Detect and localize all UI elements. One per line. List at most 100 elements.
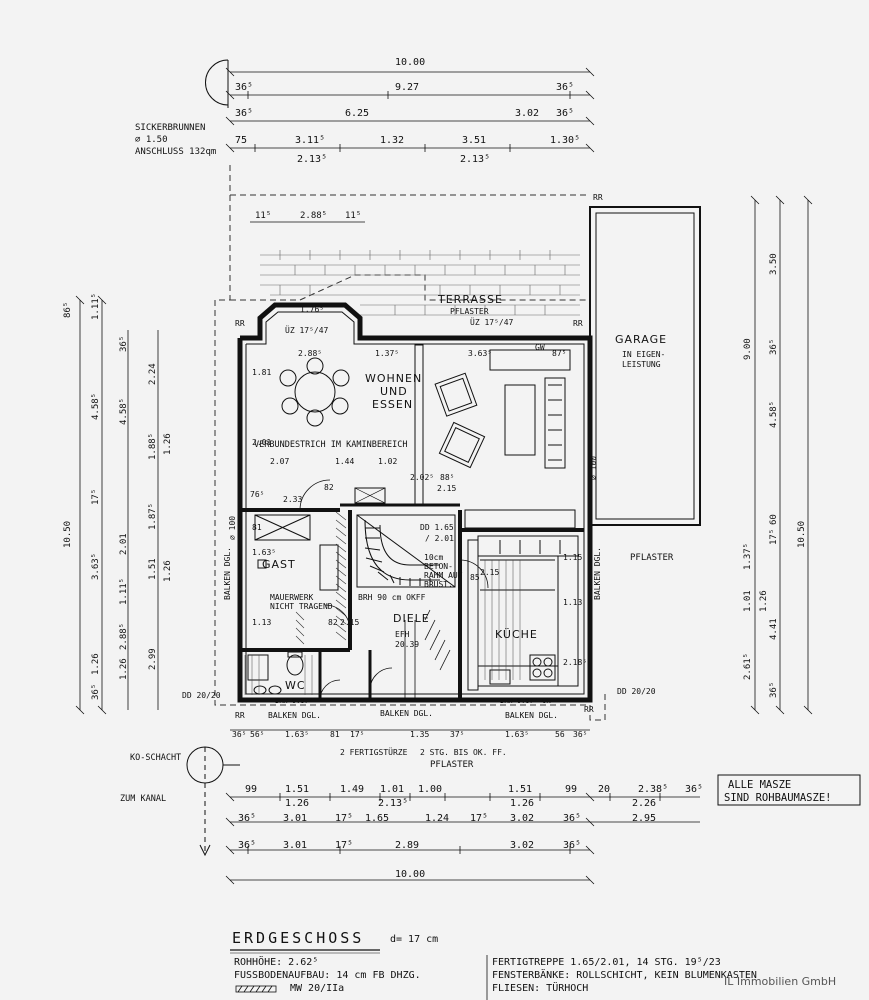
beton-4: BRÜST.	[424, 579, 453, 589]
zum-kanal-label: ZUM KANAL	[120, 794, 166, 804]
watermark: IL Immobilien GmbH	[724, 975, 837, 988]
dim-b2-1: 3.01	[283, 813, 307, 824]
fertigtuere: 2 FERTIGSTÜRZE	[340, 747, 408, 757]
rr-tr: RR	[573, 319, 583, 328]
dim-int-10: 88⁵	[440, 473, 454, 482]
dim-r-0: 3.50	[769, 253, 779, 275]
dim-terrace-1: 2.88⁵	[300, 211, 327, 221]
dim-r-5: 17⁵	[769, 529, 779, 545]
guest-room-furniture	[254, 514, 339, 591]
room-gast: GAST	[262, 558, 296, 571]
room-kueche: KÜCHE	[495, 628, 538, 641]
dim-int-18: 82	[328, 618, 338, 627]
dim-l-11: 2.01	[119, 533, 129, 555]
dim-bi-5: 1.35	[410, 730, 429, 739]
brh-diele: BRH 90 cm OKFF	[358, 593, 426, 602]
dim-b1b-2: 1.26	[510, 798, 534, 809]
dim-top-r4-2: 1.32	[380, 135, 404, 146]
dim-l-16: 2.99	[148, 648, 158, 670]
sofa-set	[434, 349, 571, 469]
dim-r-4: 60	[769, 514, 779, 525]
dim-b2-0: 36⁵	[238, 813, 256, 824]
beton-3: RAHM AUF	[424, 571, 463, 580]
dining-set	[279, 357, 350, 427]
dim-r-8: 1.01	[743, 590, 753, 612]
dim-int-25: 2.15	[480, 568, 499, 577]
dim-int-2: 1.37⁵	[375, 349, 399, 358]
brh-087-wc: BRH 0.87⁵	[275, 697, 313, 705]
dim-b2-8: 2.95	[632, 813, 656, 824]
terrace-paving	[260, 250, 580, 316]
dim-l-18: 1.26	[119, 658, 129, 680]
garage-sub-2: LEISTUNG	[622, 360, 661, 369]
dim-l-15: 2.88⁵	[119, 623, 129, 650]
exterior-walls-inner-line	[245, 311, 585, 695]
pflaster-right: PFLASTER	[630, 553, 674, 563]
plan-title-thickness: d= 17 cm	[390, 934, 439, 945]
dim-int-3: 3.63⁵	[468, 349, 492, 358]
balken-dgl-3: BALKEN DGL.	[505, 711, 558, 720]
rr-garage: RR	[593, 193, 603, 202]
dim-b2-3: 1.65	[365, 813, 389, 824]
spec-fussbodenaufbau: FUSSBODENAUFBAU: 14 cm FB DHZG.	[234, 970, 421, 981]
dim-top-r4-0: 75	[235, 135, 247, 146]
dim-top-r2-1: 9.27	[395, 82, 419, 93]
dim-r-3: 4.58⁵	[769, 401, 779, 428]
room-und: UND	[380, 385, 408, 398]
dim-bi-3: 81	[330, 730, 340, 739]
dim-bi-2: 1.63⁵	[285, 730, 309, 739]
garage-sub-1: IN EIGEN-	[622, 350, 665, 359]
dim-int-6: 2.07	[270, 457, 289, 466]
wall-hatch	[295, 511, 347, 645]
dim-top-r3-0: 36⁵	[235, 108, 253, 119]
dim-b1b-1: 2.13⁵	[378, 798, 408, 809]
dim-b1-8: 2.38⁵	[638, 784, 668, 795]
dim-int-7: 1.44	[335, 457, 354, 466]
dim-b3-0: 36⁵	[238, 840, 256, 851]
dim-int-1: 2.88⁵	[298, 349, 322, 358]
dim-int-12: 2.33	[283, 495, 302, 504]
ko-schacht-label: KO-SCHACHT	[130, 753, 181, 763]
dim-int-5: 1.81	[252, 368, 271, 377]
note-line-2: SIND ROHBAUMASZE!	[724, 792, 831, 804]
brh-087-kueche: BRH 0.87⁵ OK	[500, 697, 551, 705]
dim-l-0: 86⁵	[63, 302, 73, 318]
dim-b2-5: 17⁵	[470, 813, 488, 824]
dim-l-4b: 4.58⁵	[119, 398, 129, 425]
dim-bi-4: 17⁵	[350, 730, 364, 739]
dim-b1-7: 20	[598, 784, 610, 795]
balken-dgl-right: BALKEN DGL.	[593, 547, 602, 600]
dim-l-7: 17⁵	[91, 489, 101, 505]
dim-int-17: 1.13	[252, 618, 271, 627]
dim-top-r3-1: 6.25	[345, 108, 369, 119]
dim-b2-6: 3.02	[510, 813, 534, 824]
dim-b1-0: 99	[245, 784, 257, 795]
rr-bl: RR	[235, 711, 245, 720]
spec-treppe: FERTIGTREPPE 1.65/2.01, 14 STG. 19⁵/23	[492, 957, 721, 968]
dim-top-r3-2: 3.02	[515, 108, 539, 119]
drainage-symbols	[186, 59, 240, 857]
wc-fixtures	[247, 651, 304, 695]
dim-b1-6: 99	[565, 784, 577, 795]
uz-left: ÜZ 17⁵/47	[285, 325, 329, 335]
rr-tl: RR	[235, 319, 245, 328]
dim-b1-4: 1.00	[418, 784, 442, 795]
dim-l-2: 36⁵	[119, 336, 129, 352]
dim-l-12: 1.51	[148, 558, 158, 580]
dim-bi-1: 56⁵	[250, 730, 264, 739]
spec-fensterbaenke: FENSTERBÄNKE: ROLLSCHICHT, KEIN BLUMENKA…	[492, 970, 757, 981]
dim-top-r4-1: 3.11⁵	[295, 135, 325, 146]
dim-int-11: 2.15	[437, 484, 456, 493]
dim-int-14: 76⁵	[250, 490, 264, 499]
dim-int-20: 1.15	[563, 553, 582, 562]
dim-l-14: 1.11⁵	[119, 578, 129, 605]
note-line-1: ALLE MASZE	[728, 779, 791, 791]
staircase	[356, 514, 456, 588]
dim-r-1: 9.00	[743, 338, 753, 360]
rr-br: RR	[584, 705, 594, 714]
spec-rohhoehe: ROHHÖHE: 2.62⁵	[234, 957, 319, 968]
dim-bi-7: 1.63⁵	[505, 730, 529, 739]
dim-int-19: 2.15	[340, 618, 359, 627]
dim-b3-1: 3.01	[283, 840, 307, 851]
room-garage: GARAGE	[615, 333, 667, 346]
